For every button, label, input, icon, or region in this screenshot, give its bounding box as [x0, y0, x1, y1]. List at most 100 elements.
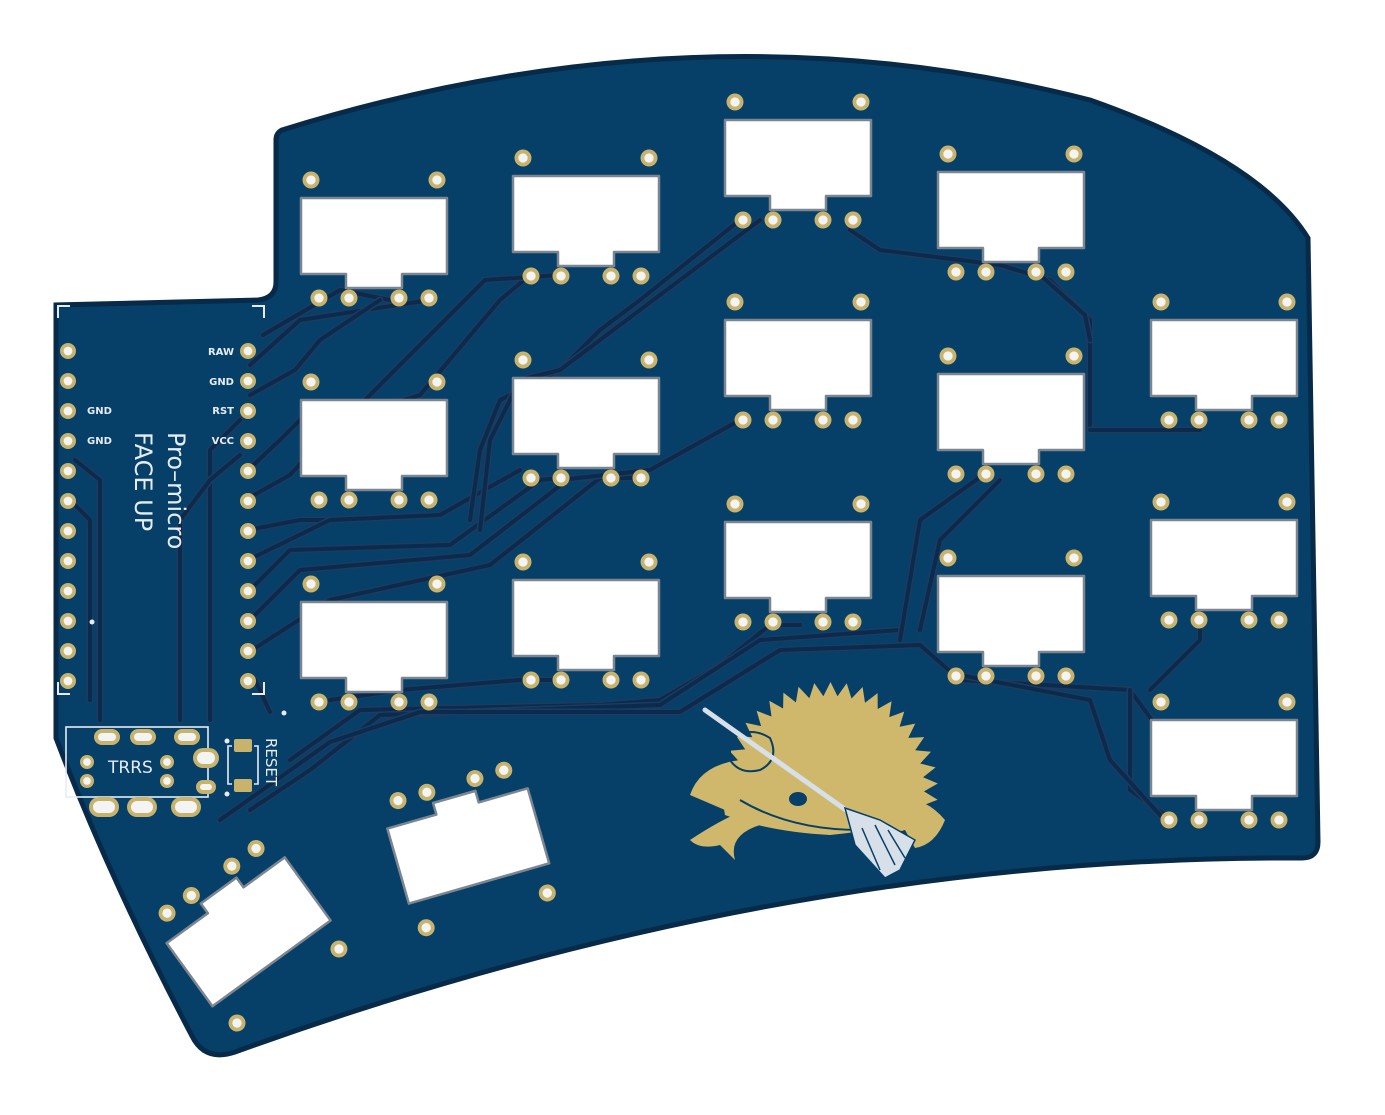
promicro-pin-left-hole — [63, 526, 73, 536]
switch-pad-hole — [526, 675, 536, 685]
switch-pad-hole — [542, 888, 552, 898]
switch-pad-hole — [314, 293, 324, 303]
crab-eye — [789, 792, 807, 806]
key-switch-footprint — [1149, 693, 1299, 829]
switch-pad-hole — [424, 495, 434, 505]
reset-switch-footprint: RESET — [227, 738, 280, 792]
switch-pad-hole — [1244, 415, 1254, 425]
key-switch-footprint — [299, 373, 449, 509]
trrs-pad-hole — [175, 801, 197, 813]
switch-pad-hole — [1164, 815, 1174, 825]
switch-pad-hole — [526, 271, 536, 281]
crab-mouth — [739, 799, 861, 831]
switch-pad-hole — [344, 495, 354, 505]
switch-cutout — [299, 398, 449, 492]
switch-pad-hole — [606, 675, 616, 685]
reset-pad-top — [234, 739, 252, 752]
switch-pad-hole — [730, 97, 740, 107]
switch-pad-hole — [1282, 497, 1292, 507]
switch-cutout — [723, 318, 873, 412]
thumb-switch-footprint — [386, 761, 556, 937]
switch-footprints — [158, 93, 1299, 1032]
promicro-pin-left-hole — [63, 676, 73, 686]
promicro-pin-right-hole — [243, 406, 253, 416]
promicro-pin-left-hole — [63, 586, 73, 596]
reset-pad-bottom — [234, 779, 252, 792]
switch-pad-hole — [644, 153, 654, 163]
switch-pad-hole — [432, 175, 442, 185]
switch-pad-hole — [314, 495, 324, 505]
key-switch-footprint — [1149, 493, 1299, 629]
switch-pad-hole — [556, 473, 566, 483]
silk-dot — [89, 619, 95, 625]
switch-pad-hole — [394, 293, 404, 303]
switch-cutout — [299, 600, 449, 694]
key-switch-footprint — [936, 145, 1086, 281]
trrs-pad-hole — [83, 777, 91, 785]
switch-pad-hole — [768, 215, 778, 225]
switch-pad-hole — [227, 861, 237, 871]
trace — [248, 298, 382, 397]
switch-cutout — [511, 376, 661, 470]
promicro-pin-left-hole — [63, 346, 73, 356]
switch-pad-hole — [186, 890, 197, 901]
switch-pad-hole — [314, 697, 324, 707]
thumb-switch-cutout — [386, 787, 551, 905]
switch-pad-hole — [1156, 297, 1166, 307]
switch-pad-hole — [981, 469, 991, 479]
promicro-subtitle: FACE UP — [129, 432, 157, 531]
key-switch-footprint — [936, 549, 1086, 685]
switch-pad-hole — [518, 557, 528, 567]
switch-pad-hole — [432, 579, 442, 589]
switch-pad-hole — [1282, 697, 1292, 707]
promicro-pin-rows — [60, 343, 287, 716]
trrs-pad-hole — [131, 801, 153, 813]
switch-pad-hole — [943, 351, 953, 361]
key-switch-footprint — [511, 351, 661, 487]
switch-pad-hole — [1156, 497, 1166, 507]
promicro-pin-right-hole — [243, 466, 253, 476]
switch-pad-hole — [1069, 149, 1079, 159]
silk-dot — [224, 791, 230, 797]
switch-pad-hole — [394, 495, 404, 505]
switch-pad-hole — [818, 215, 828, 225]
switch-pad-hole — [432, 377, 442, 387]
switch-pad-hole — [422, 787, 432, 797]
trrs-label: TRRS — [107, 758, 153, 778]
promicro-pin-left-hole — [63, 466, 73, 476]
trace — [1038, 273, 1092, 342]
switch-pad-hole — [518, 355, 528, 365]
switch-pad-hole — [1069, 553, 1079, 563]
silk-dot — [281, 710, 287, 716]
reset-outline — [227, 745, 259, 785]
switch-pad-hole — [606, 271, 616, 281]
reset-label: RESET — [262, 738, 280, 787]
switch-cutout — [723, 520, 873, 614]
switch-pad-hole — [424, 293, 434, 303]
promicro-pin-left-hole — [63, 556, 73, 566]
key-switch-footprint — [299, 171, 449, 307]
trace — [178, 453, 242, 722]
promicro-pin-left-hole — [63, 376, 73, 386]
switch-cutout — [511, 174, 661, 268]
trace — [918, 478, 1002, 632]
pin-label-raw: RAW — [208, 347, 234, 358]
switch-pad-hole — [606, 473, 616, 483]
broom-head — [843, 806, 916, 879]
promicro-pin-right-hole — [243, 376, 253, 386]
promicro-pin-right-hole — [243, 526, 253, 536]
promicro-title: Pro–micro — [162, 432, 190, 549]
trace — [328, 678, 562, 702]
promicro-pin-left-hole — [63, 496, 73, 506]
switch-pad-hole — [344, 293, 354, 303]
promicro-pin-right-hole — [243, 646, 253, 656]
switch-pad-hole — [738, 617, 748, 627]
promicro-pin-left-hole — [63, 616, 73, 626]
key-switch-footprint — [1149, 293, 1299, 429]
switch-pad-hole — [1061, 267, 1071, 277]
switch-pad-hole — [738, 215, 748, 225]
trace — [246, 518, 332, 532]
switch-cutout — [936, 372, 1086, 466]
switch-pad-hole — [636, 473, 646, 483]
